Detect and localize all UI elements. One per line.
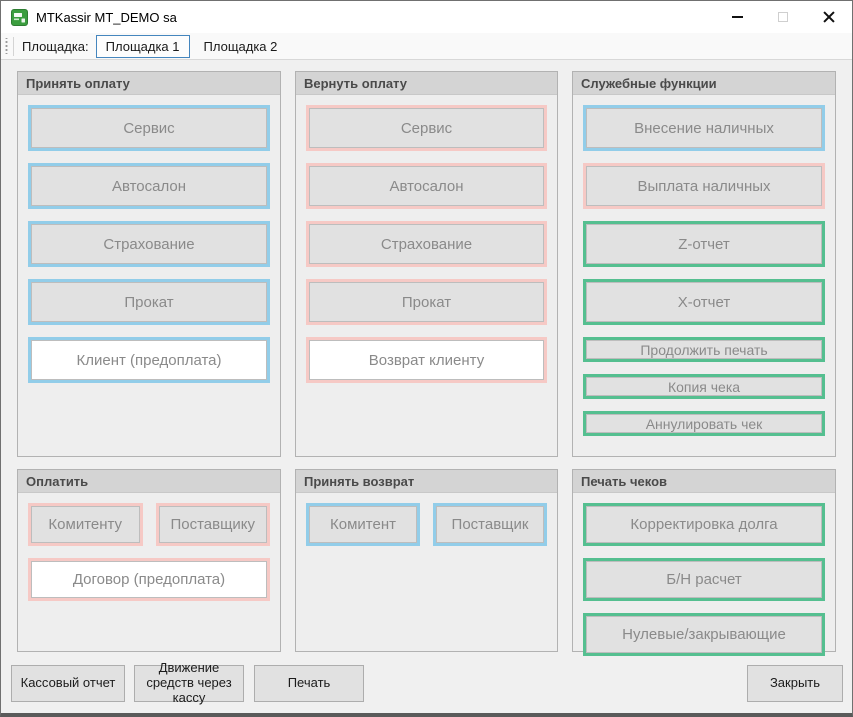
group-title: Принять возврат	[296, 470, 557, 493]
site-toolbar: Площадка: Площадка 1 Площадка 2	[1, 33, 852, 60]
group-body: Комитент Поставщик	[296, 493, 557, 556]
refund-rental-button[interactable]: Прокат	[306, 279, 547, 325]
void-receipt-button[interactable]: Аннулировать чек	[583, 411, 825, 436]
cash-out-button[interactable]: Выплата наличных	[583, 163, 825, 209]
accept-client-prepay-button[interactable]: Клиент (предоплата)	[28, 337, 270, 383]
group-service-functions: Служебные функции Внесение наличных Выпл…	[572, 71, 836, 457]
refund-service-button[interactable]: Сервис	[306, 105, 547, 151]
close-icon	[823, 11, 835, 23]
site-label: Площадка:	[22, 38, 89, 54]
cashless-payment-button[interactable]: Б/Н расчет	[583, 558, 825, 601]
group-title: Оплатить	[18, 470, 280, 493]
group-title: Принять оплату	[18, 72, 280, 95]
minimize-icon	[731, 16, 743, 18]
print-button[interactable]: Печать	[254, 665, 364, 702]
toolbar-grip[interactable]	[4, 38, 9, 54]
group-refund-payment: Вернуть оплату Сервис Автосалон Страхова…	[295, 71, 558, 457]
maximize-icon	[778, 12, 788, 22]
group-body: Сервис Автосалон Страхование Прокат Клие…	[18, 95, 280, 393]
button-row: Комитент Поставщик	[306, 503, 547, 546]
group-accept-payment: Принять оплату Сервис Автосалон Страхова…	[17, 71, 281, 457]
group-body: Комитенту Поставщику Договор (предоплата…	[18, 493, 280, 611]
refund-insurance-button[interactable]: Страхование	[306, 221, 547, 267]
group-body: Внесение наличных Выплата наличных Z-отч…	[573, 95, 835, 446]
accept-insurance-button[interactable]: Страхование	[28, 221, 270, 267]
group-title: Служебные функции	[573, 72, 835, 95]
close-window-button[interactable]	[806, 1, 852, 33]
maximize-button	[760, 1, 806, 33]
return-supplier-button[interactable]: Поставщик	[433, 503, 547, 546]
accept-service-button[interactable]: Сервис	[28, 105, 270, 151]
accept-rental-button[interactable]: Прокат	[28, 279, 270, 325]
title-bar: MTKassir MT_DEMO sa	[1, 1, 852, 33]
receipt-copy-button[interactable]: Копия чека	[583, 374, 825, 399]
site-1-button[interactable]: Площадка 1	[95, 34, 190, 58]
pay-committent-button[interactable]: Комитенту	[28, 503, 143, 546]
app-icon	[11, 8, 28, 26]
window-title: MTKassir MT_DEMO sa	[36, 9, 177, 25]
group-accept-return: Принять возврат Комитент Поставщик	[295, 469, 558, 652]
x-report-button[interactable]: X-отчет	[583, 279, 825, 325]
zero-closing-button[interactable]: Нулевые/закрывающие	[583, 613, 825, 656]
minimize-button[interactable]	[714, 1, 760, 33]
cash-in-button[interactable]: Внесение наличных	[583, 105, 825, 151]
refund-autosalon-button[interactable]: Автосалон	[306, 163, 547, 209]
return-committent-button[interactable]: Комитент	[306, 503, 420, 546]
group-title: Печать чеков	[573, 470, 835, 493]
accept-autosalon-button[interactable]: Автосалон	[28, 163, 270, 209]
group-body: Сервис Автосалон Страхование Прокат Возв…	[296, 95, 557, 393]
toolbar-separator	[13, 36, 14, 56]
group-print-receipts: Печать чеков Корректировка долга Б/Н рас…	[572, 469, 836, 656]
close-button[interactable]: Закрыть	[747, 665, 843, 702]
continue-print-button[interactable]: Продолжить печать	[583, 337, 825, 362]
button-row: Комитенту Поставщику	[28, 503, 270, 546]
debt-correction-button[interactable]: Корректировка долга	[583, 503, 825, 546]
group-body: Корректировка долга Б/Н расчет Нулевые/з…	[573, 493, 835, 666]
cash-flow-button[interactable]: Движение средств через кассу	[134, 660, 244, 705]
site-2-button[interactable]: Площадка 2	[194, 35, 288, 58]
z-report-button[interactable]: Z-отчет	[583, 221, 825, 267]
cash-report-button[interactable]: Кассовый отчет	[11, 665, 125, 702]
refund-client-button[interactable]: Возврат клиенту	[306, 337, 547, 383]
pay-supplier-button[interactable]: Поставщику	[155, 503, 270, 546]
group-pay: Оплатить Комитенту Поставщику Договор (п…	[17, 469, 281, 652]
group-title: Вернуть оплату	[296, 72, 557, 95]
contract-prepay-button[interactable]: Договор (предоплата)	[28, 558, 270, 601]
